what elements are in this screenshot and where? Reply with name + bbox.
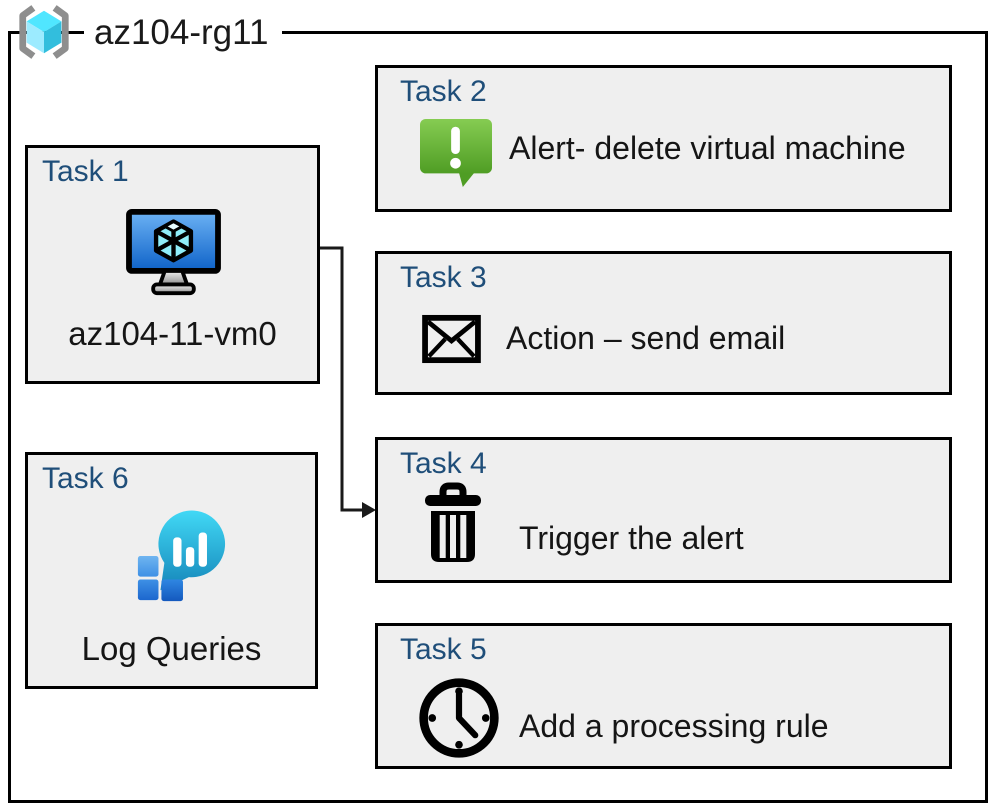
task3-box: Task 3 Action – send email bbox=[375, 251, 952, 395]
task2-box: Task 2 Alert- delete virtual machine bbox=[375, 65, 952, 212]
cube-top-face bbox=[26, 10, 62, 32]
trash-icon bbox=[425, 482, 481, 562]
alert-icon bbox=[420, 118, 492, 188]
task3-title: Task 3 bbox=[400, 261, 487, 294]
task3-label: Action – send email bbox=[506, 320, 786, 356]
clock-icon bbox=[419, 678, 499, 758]
virtual-machine-icon bbox=[126, 208, 221, 296]
log-analytics-icon bbox=[137, 510, 226, 602]
resource-group-name: az104-rg11 bbox=[84, 8, 283, 58]
task2-label: Alert- delete virtual machine bbox=[509, 130, 906, 166]
email-icon bbox=[422, 314, 481, 364]
task5-box: Task 5 Add a processing rule bbox=[375, 623, 952, 769]
resource-group-icon bbox=[19, 5, 69, 59]
vm-name-label: az104-11-vm0 bbox=[68, 315, 277, 352]
log-queries-label: Log Queries bbox=[81, 630, 262, 667]
task2-title: Task 2 bbox=[400, 75, 487, 108]
task5-title: Task 5 bbox=[400, 633, 487, 666]
task4-label: Trigger the alert bbox=[519, 520, 744, 556]
task4-title: Task 4 bbox=[400, 447, 487, 480]
task6-box: Task 6 bbox=[25, 452, 318, 689]
task4-box: Task 4 Trigger the alert bbox=[375, 437, 952, 583]
task6-title: Task 6 bbox=[42, 462, 129, 495]
task1-title: Task 1 bbox=[42, 155, 129, 188]
task5-label: Add a processing rule bbox=[519, 708, 829, 744]
task1-box: Task 1 az104-11-vm0 bbox=[25, 145, 320, 384]
